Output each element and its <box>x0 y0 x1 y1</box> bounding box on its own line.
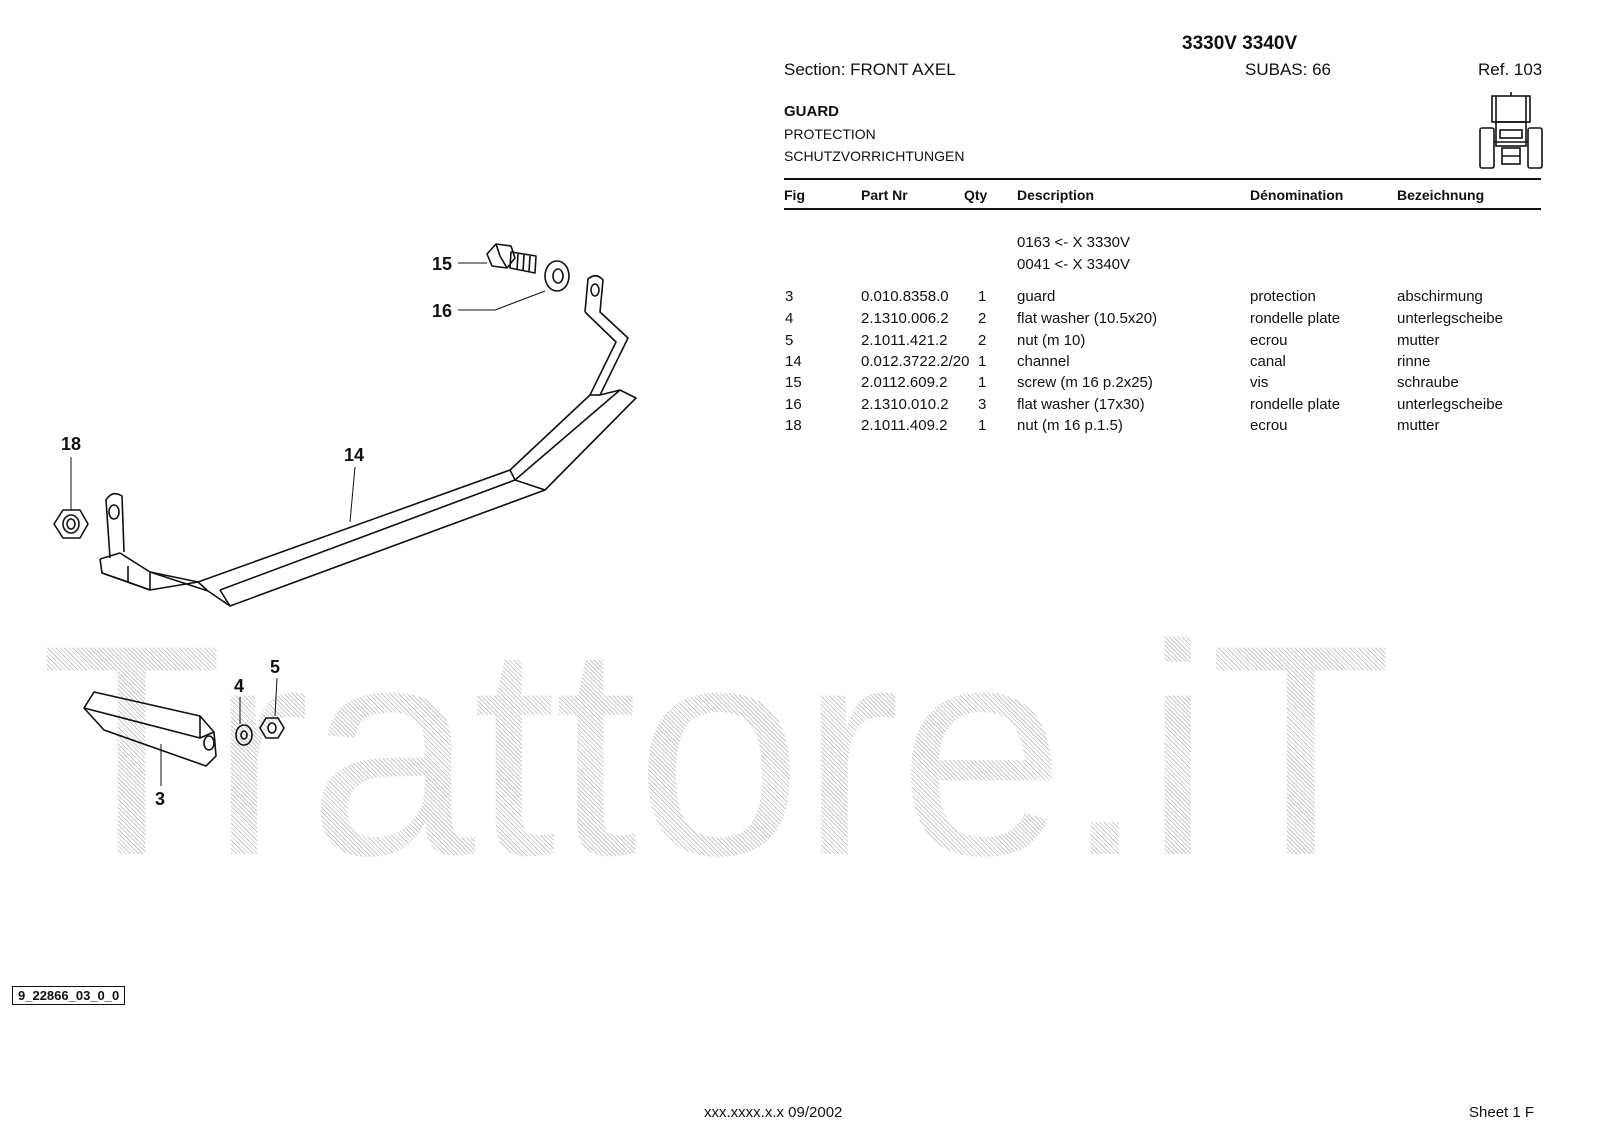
callout-label: 18 <box>61 434 81 454</box>
watermark: Trattore.iT <box>40 582 1392 918</box>
group-title-fr: PROTECTION <box>784 126 876 142</box>
serial-note: 0163 <- X 3330V <box>1017 234 1131 251</box>
tractor-front-icon <box>1479 92 1543 169</box>
cell-denomination: protection <box>1250 288 1316 305</box>
cell-description: channel <box>1017 353 1070 370</box>
cell-qty: 3 <box>978 396 987 413</box>
cell-description: nut (m 10) <box>1017 332 1086 349</box>
cell-bezeichnung: schraube <box>1397 374 1459 391</box>
cell-denomination: rondelle plate <box>1250 396 1341 413</box>
cell-part-nr: 2.1310.006.2 <box>861 310 949 327</box>
cell-part-nr: 0.010.8358.0 <box>861 288 949 305</box>
cell-bezeichnung: abschirmung <box>1397 288 1483 305</box>
exploded-parts-drawing: 15 16 18 14 4 5 3 <box>53 243 637 809</box>
cell-fig: 14 <box>785 353 802 370</box>
cell-denomination: vis <box>1250 374 1269 391</box>
cell-bezeichnung: rinne <box>1397 353 1431 370</box>
cell-bezeichnung: unterlegscheibe <box>1397 396 1503 413</box>
small-washer-part <box>235 724 253 746</box>
cell-bezeichnung: mutter <box>1397 417 1440 434</box>
cell-description: guard <box>1017 288 1056 305</box>
cell-description: flat washer (10.5x20) <box>1017 310 1158 327</box>
callout-label: 3 <box>155 789 165 809</box>
callout-label: 4 <box>234 676 244 696</box>
drawing-code: 9_22866_03_0_0 <box>12 986 126 1005</box>
cell-description: flat washer (17x30) <box>1017 396 1145 413</box>
footer-sheet: Sheet 1 F <box>1469 1104 1535 1121</box>
cell-fig: 4 <box>785 310 794 327</box>
cell-description: nut (m 16 p.1.5) <box>1017 417 1123 434</box>
model-title: 3330V 3340V <box>1182 33 1298 54</box>
guard-plate-part <box>83 691 217 767</box>
column-header-denomination: Dénomination <box>1250 187 1344 203</box>
column-header-part-nr: Part Nr <box>861 187 908 203</box>
cell-qty: 1 <box>978 374 987 391</box>
cell-fig: 3 <box>785 288 794 305</box>
cell-fig: 16 <box>785 396 802 413</box>
cell-part-nr: 0.012.3722.2/20 <box>861 353 970 370</box>
cell-qty: 1 <box>978 417 987 434</box>
table-top-rule <box>784 178 1541 180</box>
cell-fig: 5 <box>785 332 794 349</box>
footer-version: xxx.xxxx.x.x 09/2002 <box>704 1104 843 1121</box>
small-nut-part <box>259 717 285 739</box>
cell-bezeichnung: unterlegscheibe <box>1397 310 1503 327</box>
cell-part-nr: 2.1310.010.2 <box>861 396 949 413</box>
callout-label: 15 <box>432 254 452 274</box>
column-header-bezeichnung: Bezeichnung <box>1397 187 1485 203</box>
cell-bezeichnung: mutter <box>1397 332 1440 349</box>
callout-label: 5 <box>270 657 280 677</box>
cell-denomination: ecrou <box>1250 332 1288 349</box>
cell-denomination: ecrou <box>1250 417 1288 434</box>
cell-description: screw (m 16 p.2x25) <box>1017 374 1153 391</box>
cell-fig: 18 <box>785 417 802 434</box>
serial-note: 0041 <- X 3340V <box>1017 256 1131 273</box>
cell-qty: 2 <box>978 310 987 327</box>
callout-label: 14 <box>344 445 364 465</box>
subas-label: SUBAS: 66 <box>1245 60 1331 79</box>
cell-denomination: rondelle plate <box>1250 310 1341 327</box>
cell-denomination: canal <box>1250 353 1286 370</box>
column-header-qty: Qty <box>964 187 988 203</box>
cell-fig: 15 <box>785 374 802 391</box>
ref-label: Ref. 103 <box>1478 60 1543 79</box>
callout-label: 16 <box>432 301 452 321</box>
group-title: GUARD <box>784 103 839 120</box>
group-title-de: SCHUTZVORRICHTUNGEN <box>784 148 965 164</box>
cell-qty: 1 <box>978 288 987 305</box>
table-header-rule <box>784 208 1541 210</box>
section-label: Section: FRONT AXEL <box>784 60 956 79</box>
nut-part <box>53 509 89 539</box>
column-header-description: Description <box>1017 187 1095 203</box>
cell-qty: 2 <box>978 332 987 349</box>
cell-qty: 1 <box>978 353 987 370</box>
screw-part <box>486 243 537 274</box>
cell-part-nr: 2.1011.409.2 <box>861 417 948 434</box>
washer-part <box>544 260 570 292</box>
cell-part-nr: 2.0112.609.2 <box>861 374 948 391</box>
cell-part-nr: 2.1011.421.2 <box>861 332 948 349</box>
channel-part <box>99 274 637 607</box>
column-header-fig: Fig <box>784 187 805 203</box>
